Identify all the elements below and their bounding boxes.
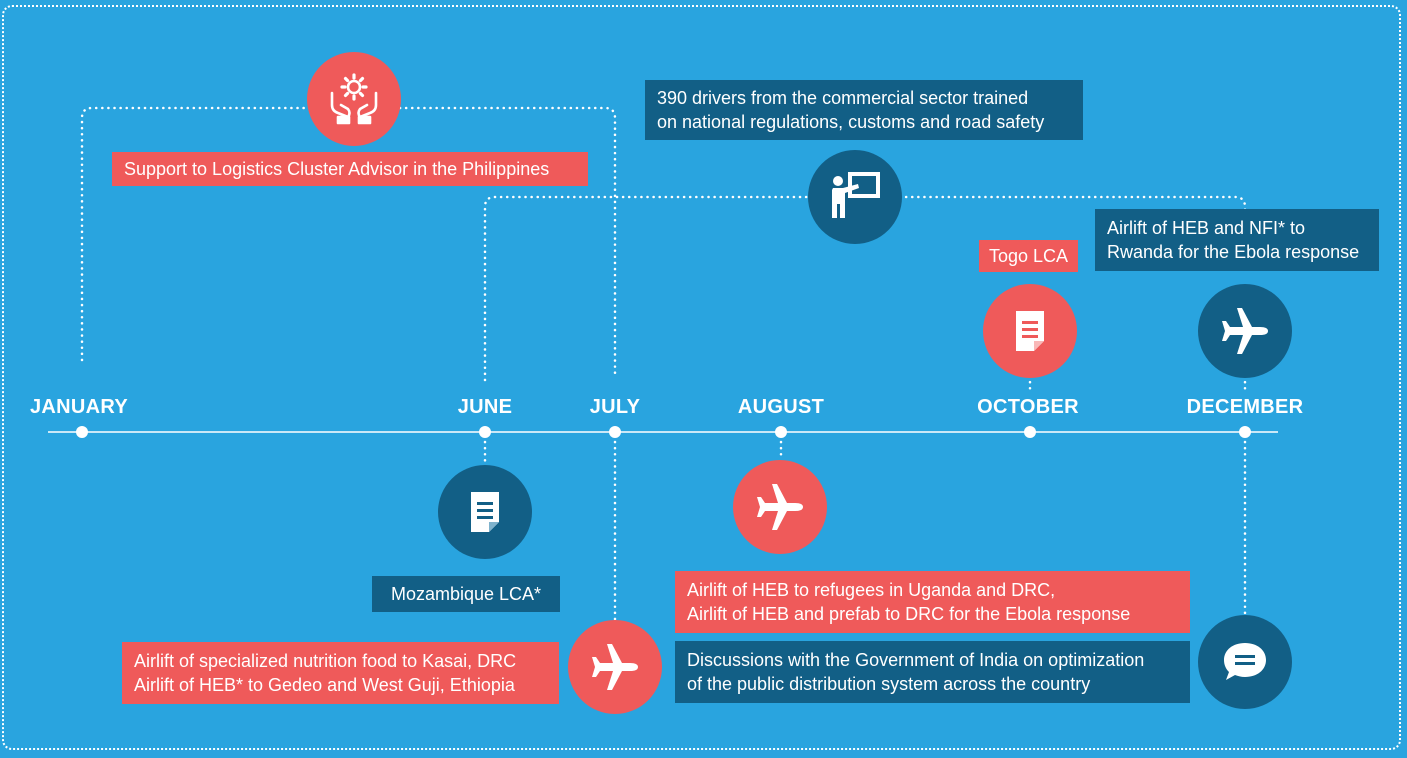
event-rwanda-circle — [1198, 284, 1292, 378]
chat-bubble-icon — [1224, 643, 1266, 680]
dot-july — [609, 426, 621, 438]
dot-august — [775, 426, 787, 438]
connector-drivers-left — [483, 195, 810, 382]
month-june: JUNE — [457, 396, 513, 418]
helping-hands-gear-icon — [330, 73, 378, 125]
dot-june — [479, 426, 491, 438]
month-july: JULY — [589, 396, 641, 418]
event-india-circle — [1198, 615, 1292, 709]
dotted-frame — [2, 5, 1401, 750]
event-togo-label: Togo LCA — [979, 240, 1078, 272]
event-togo-circle — [983, 284, 1077, 378]
document-icon — [1016, 311, 1044, 351]
airplane-icon — [757, 484, 803, 530]
event-india-label: Discussions with the Government of India… — [675, 641, 1190, 703]
connector-drivers-right — [898, 195, 1247, 212]
month-august: AUGUST — [737, 396, 825, 418]
event-mozambique-circle — [438, 465, 532, 559]
event-drivers-text: 390 drivers from the commercial sector t… — [657, 88, 1045, 132]
event-india-text: Discussions with the Government of India… — [687, 650, 1145, 694]
dot-october — [1024, 426, 1036, 438]
event-kasai-label: Airlift of specialized nutrition food to… — [122, 642, 559, 704]
event-drivers-label: 390 drivers from the commercial sector t… — [645, 80, 1083, 140]
document-icon — [471, 492, 499, 532]
presentation-training-icon — [832, 172, 880, 218]
airplane-icon — [1222, 308, 1268, 354]
event-kasai-circle — [568, 620, 662, 714]
event-rwanda-text: Airlift of HEB and NFI* to Rwanda for th… — [1107, 218, 1360, 262]
event-uganda-circle — [733, 460, 827, 554]
event-uganda-label: Airlift of HEB to refugees in Uganda and… — [675, 571, 1190, 633]
event-philippines-circle — [307, 52, 401, 146]
dot-january — [76, 426, 88, 438]
event-togo-text: Togo LCA — [988, 246, 1069, 266]
connector-philippines — [80, 106, 312, 362]
month-december: DECEMBER — [1186, 396, 1304, 418]
month-october: OCTOBER — [977, 396, 1079, 418]
event-uganda-text: Airlift of HEB to refugees in Uganda and… — [687, 580, 1131, 624]
dot-december — [1239, 426, 1251, 438]
connector-philippines-right — [398, 106, 617, 380]
event-philippines-label: Support to Logistics Cluster Advisor in … — [112, 152, 588, 186]
event-philippines-text: Support to Logistics Cluster Advisor in … — [124, 159, 550, 179]
event-mozambique-label: Mozambique LCA* — [372, 576, 560, 612]
event-mozambique-text: Mozambique LCA* — [390, 584, 542, 604]
event-kasai-text: Airlift of specialized nutrition food to… — [134, 651, 517, 695]
event-rwanda-label: Airlift of HEB and NFI* to Rwanda for th… — [1095, 209, 1379, 271]
airplane-icon — [592, 644, 638, 690]
event-drivers-circle — [808, 150, 902, 244]
month-january: JANUARY — [29, 396, 129, 418]
